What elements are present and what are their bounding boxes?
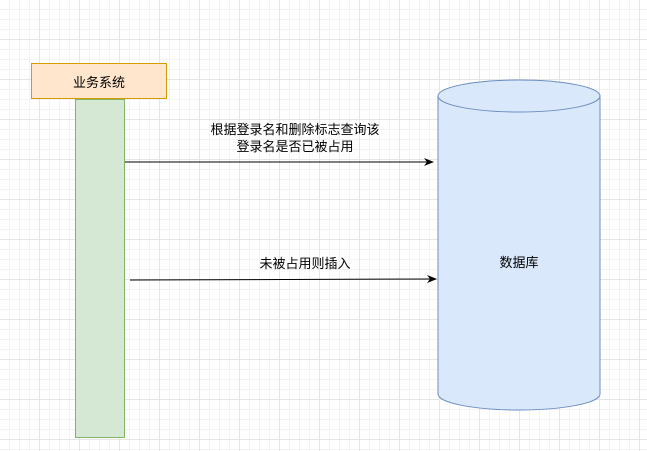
business-system-box[interactable]: 业务系统	[31, 63, 167, 99]
query-message-line1: 根据登录名和删除标志查询该	[210, 123, 380, 138]
database-cylinder-body	[437, 96, 601, 411]
business-system-lifeline[interactable]	[75, 99, 125, 438]
insert-message-line1: 未被占用则插入	[259, 257, 351, 272]
database-cylinder[interactable]	[437, 79, 601, 411]
query-message-label: 根据登录名和删除标志查询该 登录名是否已被占用	[175, 122, 415, 156]
database-label: 数据库	[499, 256, 539, 271]
business-system-label: 业务系统	[72, 75, 125, 91]
database-cylinder-top	[437, 79, 601, 113]
insert-arrow	[129, 275, 437, 284]
insert-message-label: 未被占用则插入	[205, 256, 405, 273]
query-message-line2: 登录名是否已被占用	[236, 140, 354, 155]
